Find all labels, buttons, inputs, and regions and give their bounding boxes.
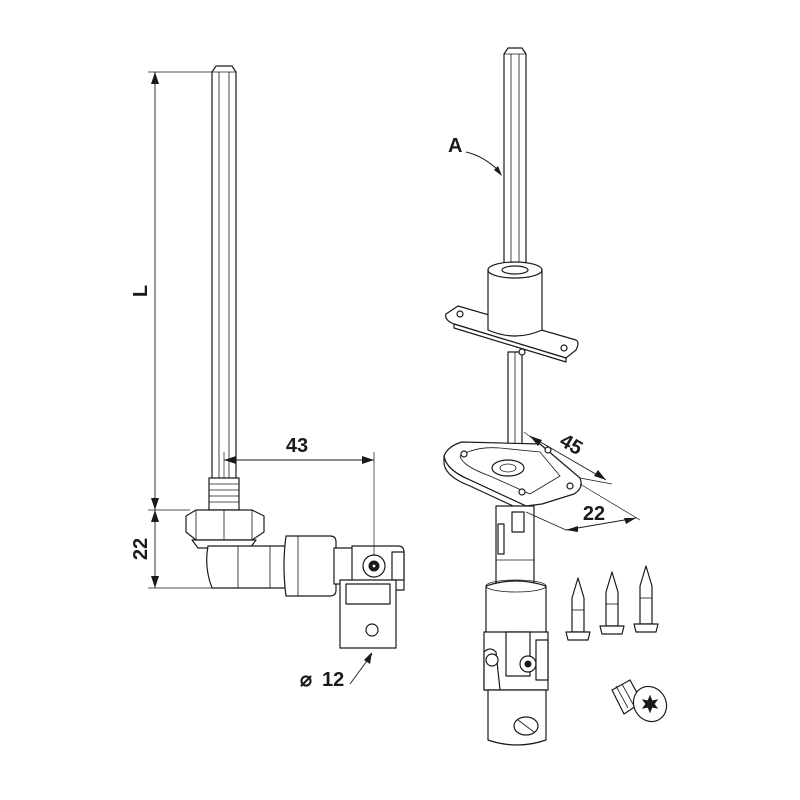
left-threaded-collar: [208, 477, 240, 511]
left-hex-rod: [211, 65, 237, 489]
left-square-block: [339, 579, 397, 649]
right-lower-rod: [507, 351, 523, 447]
dimension-43-label: 43: [286, 435, 308, 457]
left-horizontal-shaft: [206, 545, 291, 589]
left-assembly: [185, 65, 405, 649]
left-hex-nut: [185, 509, 265, 549]
upper-coupling: [495, 505, 535, 587]
dimension-22-vertical: 22: [130, 510, 212, 589]
dimension-L: L: [130, 71, 212, 511]
dimension-45-label: 45: [556, 430, 586, 460]
diameter-symbol: ⌀: [300, 669, 312, 691]
lower-flange: [443, 441, 582, 513]
torx-screw-icon: [611, 679, 668, 723]
dimension-L-label: L: [130, 285, 152, 297]
dimension-diameter: ⌀ 12: [300, 652, 373, 691]
middle-sleeve: [485, 579, 547, 637]
right-assembly: [443, 47, 582, 746]
dimension-22-vertical-label: 22: [130, 538, 152, 560]
dimension-22-plate: 22: [525, 483, 641, 532]
label-A: A: [448, 135, 502, 176]
dimension-22-plate-label: 22: [583, 503, 605, 525]
right-hex-rod: [503, 47, 527, 266]
nail-icon: [565, 577, 591, 641]
diameter-value: 12: [322, 669, 344, 691]
rod-sleeve: [487, 261, 543, 337]
bottom-block: [487, 689, 547, 746]
nail-icon: [599, 571, 625, 635]
label-A-text: A: [448, 135, 462, 157]
lower-universal-joint: [483, 631, 549, 691]
nail-icon: [633, 565, 659, 633]
left-universal-joint: [351, 545, 405, 591]
dimension-43: 43: [223, 435, 375, 556]
